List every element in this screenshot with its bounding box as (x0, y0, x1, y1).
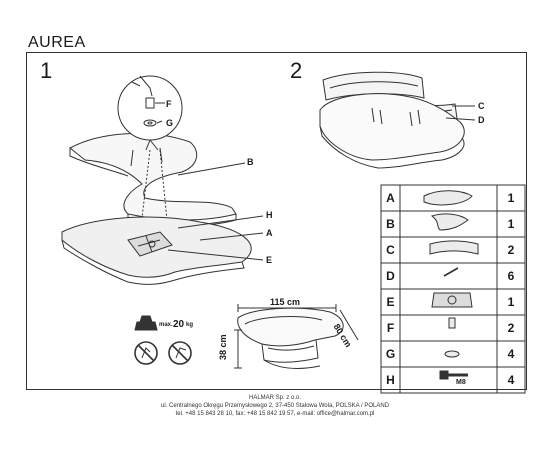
part-d-thumb (443, 267, 459, 277)
max-load-label: max. (159, 322, 173, 328)
part-qty-a: 1 (507, 191, 515, 205)
dimension-width: 115 cm (270, 297, 301, 307)
callout-e: E (266, 255, 273, 265)
part-qty-e: 1 (507, 295, 515, 309)
max-load-value: 20 (173, 319, 185, 330)
callout-b: B (247, 157, 254, 167)
part-letter-h: H (386, 373, 395, 387)
part-letter-b: B (386, 217, 395, 231)
footer-company: HALMAR Sp. z o.o. (248, 395, 302, 401)
dimension-drawing (234, 304, 359, 369)
page-title: AUREA (28, 34, 86, 51)
part-e-thumb (431, 292, 473, 308)
part-h-thumb (439, 370, 468, 380)
part-letter-e: E (386, 295, 395, 309)
part-b-thumb (430, 213, 469, 231)
no-standing-icon (134, 341, 158, 365)
part-qty-b: 1 (507, 217, 515, 231)
callout-h: H (266, 210, 273, 220)
part-h-note: M8 (456, 379, 466, 386)
callout-a: A (266, 228, 273, 238)
part-letter-c: C (386, 243, 395, 257)
instruction-frame (26, 52, 527, 390)
max-load-unit: kg (186, 322, 194, 328)
callout-c: C (478, 101, 485, 111)
dimension-height: 38 cm (218, 334, 228, 360)
part-qty-c: 2 (507, 243, 515, 257)
footer-address: ul. Centralnego Okręgu Przemysłowego 2, … (160, 403, 389, 409)
callout-d: D (478, 115, 485, 125)
top-shelf-b (69, 132, 237, 227)
part-qty-f: 2 (507, 321, 515, 335)
callout-f: F (166, 99, 172, 109)
part-qty-g: 4 (507, 347, 515, 361)
weight-icon (134, 315, 158, 331)
part-letter-a: A (386, 191, 395, 205)
part-qty-h: 4 (507, 373, 515, 387)
part-f-thumb (448, 317, 456, 329)
step-number-1: 1 (40, 58, 53, 83)
part-letter-d: D (386, 269, 395, 283)
part-g-thumb (444, 350, 460, 358)
footer-contact: tel. +48 15 843 28 10, fax: +48 15 842 1… (175, 411, 375, 417)
step-number-2: 2 (290, 58, 303, 83)
part-qty-d: 6 (507, 269, 515, 283)
part-letter-g: G (385, 347, 396, 361)
parts-table-grid (380, 184, 526, 394)
part-a-thumb (423, 190, 473, 206)
callout-g: G (166, 118, 174, 128)
no-sitting-icon (168, 341, 192, 365)
part-letter-f: F (386, 321, 395, 335)
part-c-thumb (429, 240, 479, 255)
assembled-table-step2 (319, 71, 476, 169)
